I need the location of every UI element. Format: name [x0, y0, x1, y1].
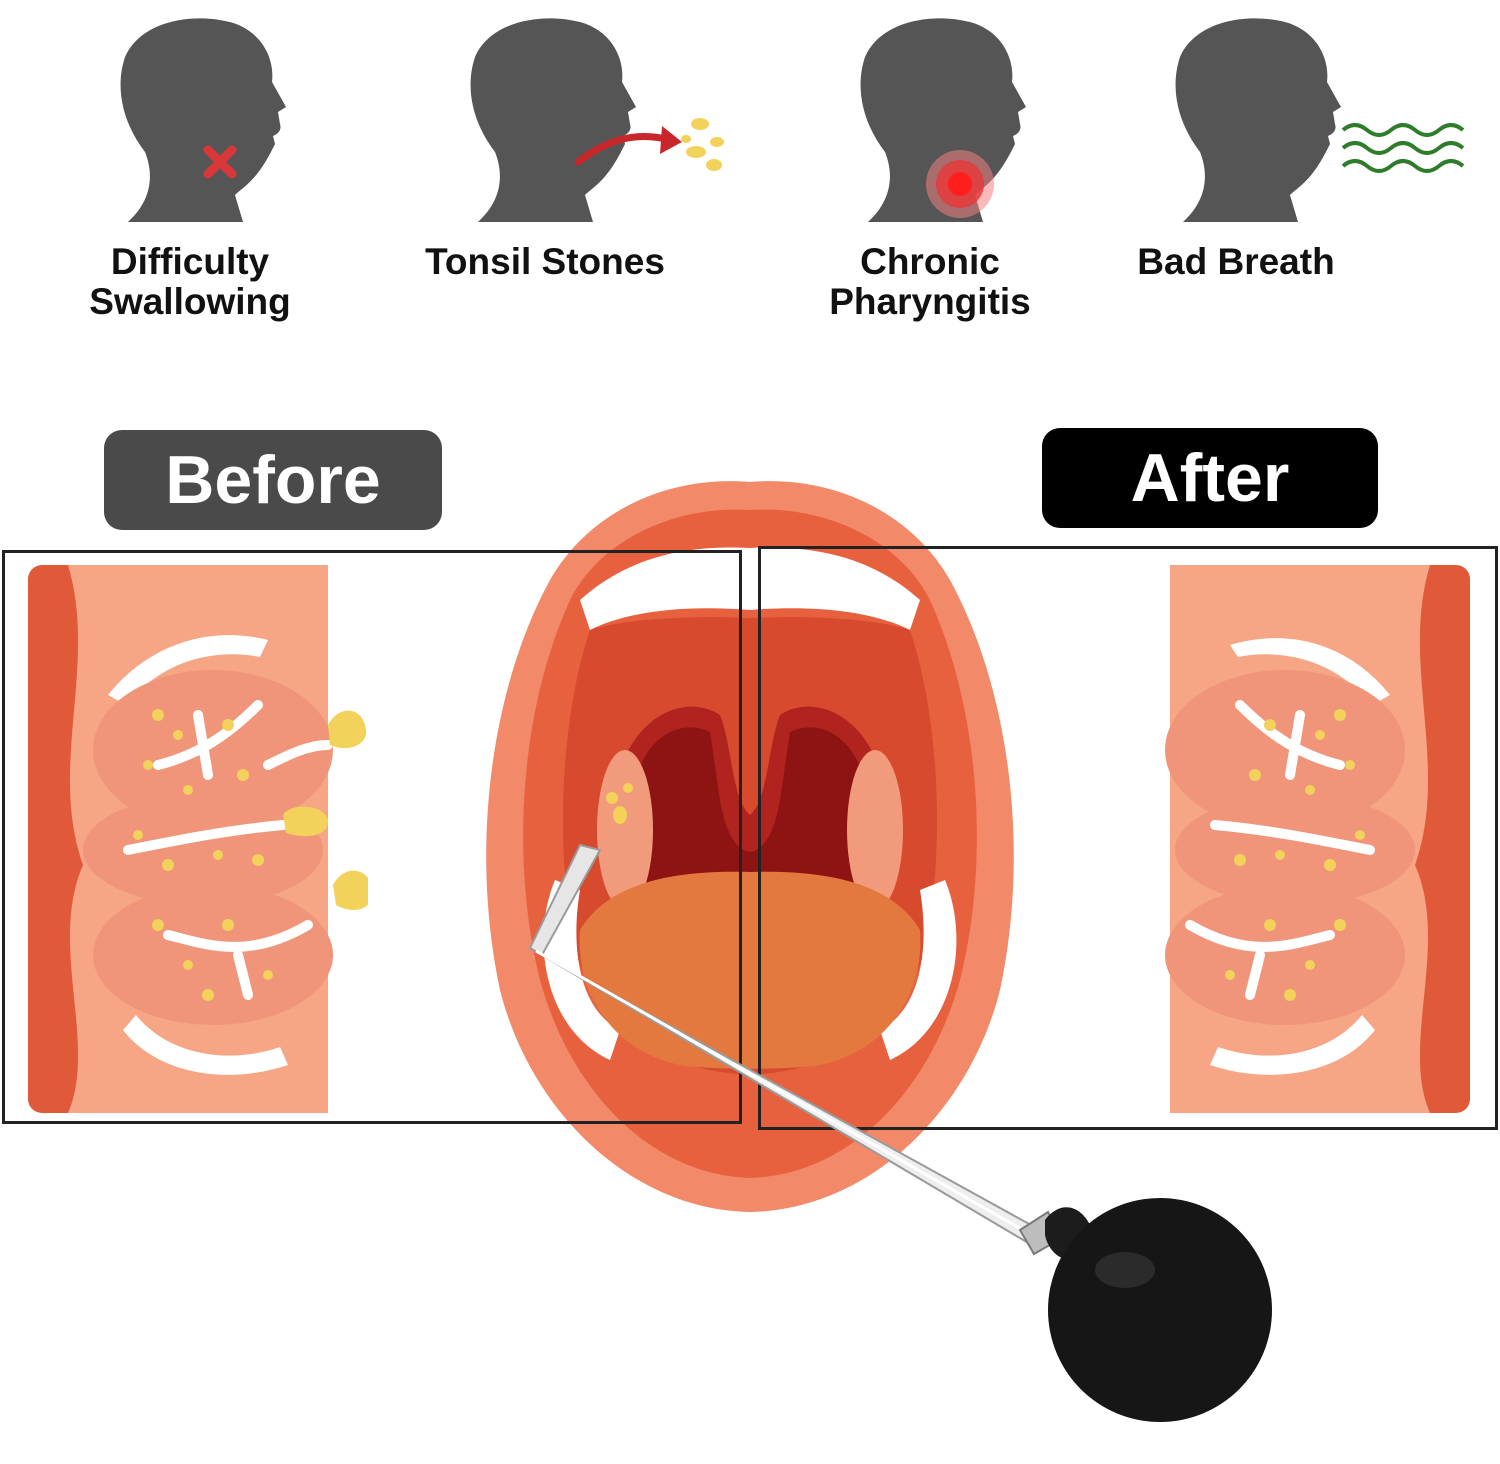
before-tonsil-illustration	[28, 565, 368, 1113]
after-panel-frame	[758, 546, 1498, 1130]
head-throat-glow-icon	[860, 18, 1026, 222]
symptom-label-tonsil-stones: Tonsil Stones	[425, 241, 665, 282]
head-breath-icon	[1175, 18, 1465, 222]
before-label: Before	[104, 430, 442, 530]
symptom-label-bad-breath: Bad Breath	[1137, 241, 1335, 282]
head-cross-icon	[120, 18, 286, 222]
symptom-label-chronic-pharyngitis: Chronic Pharyngitis	[829, 241, 1031, 322]
head-stones-icon	[470, 18, 724, 222]
after-tonsil-illustration	[1165, 565, 1470, 1113]
tonsil-stone-irrigator-icon	[528, 843, 1272, 1422]
after-label: After	[1042, 428, 1378, 528]
before-panel-frame	[2, 550, 742, 1124]
symptom-label-difficulty-swallowing: Difficulty Swallowing	[89, 241, 291, 322]
